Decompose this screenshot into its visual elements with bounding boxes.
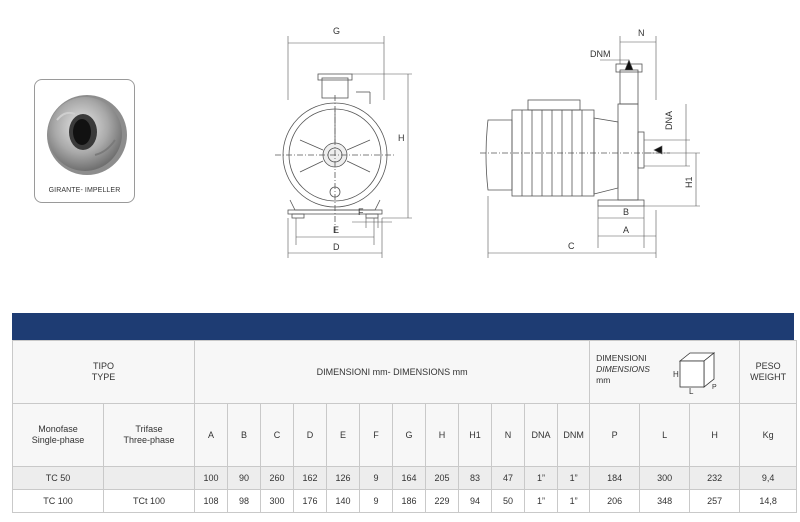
column-header: D: [293, 403, 328, 467]
table-row: TC 100 TCt 100 108 98 300 176 140 9 186 …: [12, 489, 798, 513]
pump-front-view: [275, 73, 395, 235]
dim-label-DNM: DNM: [590, 49, 611, 59]
side-dimension-lines: [487, 36, 700, 258]
column-header: F: [359, 403, 394, 467]
monofase-header: Monofase Single-phase: [12, 403, 104, 467]
dimensions-table: TIPO TYPE DIMENSIONI mm- DIMENSIONS mm D…: [11, 340, 798, 513]
model-mono: TC 50: [12, 466, 104, 490]
dim-label-C: C: [568, 241, 575, 251]
table-cell: 205: [425, 466, 460, 490]
column-header: A: [194, 403, 229, 467]
dim-label-B: B: [623, 207, 629, 217]
pump-side-view: [480, 63, 670, 207]
table-cell: 108: [194, 489, 229, 513]
table-cell: 164: [392, 466, 427, 490]
table-cell: 90: [227, 466, 262, 490]
impeller-caption: GIRANTE- IMPELLER: [48, 187, 121, 194]
table-cell: 9: [359, 466, 394, 490]
model-mono: TC 100: [12, 489, 104, 513]
column-header: L: [639, 403, 691, 467]
table-cell: 300: [260, 489, 295, 513]
dim-label-G: G: [333, 26, 340, 36]
column-header: H1: [458, 403, 493, 467]
column-header-row: Monofase Single-phase Trifase Three-phas…: [12, 403, 798, 467]
tipo-header: TIPO TYPE: [11, 340, 196, 404]
impeller-icon: [47, 95, 127, 175]
table-cell: 47: [491, 466, 526, 490]
table-cell: 126: [326, 466, 361, 490]
svg-text:P: P: [712, 384, 717, 391]
dim-label-H: H: [398, 133, 405, 143]
dim-label-N: N: [638, 28, 645, 38]
table-cell: 300: [639, 466, 691, 490]
dim-label-D: D: [333, 242, 340, 252]
table-cell: 257: [689, 489, 741, 513]
dimensions-header: DIMENSIONI mm- DIMENSIONS mm: [194, 340, 591, 404]
column-header: H: [425, 403, 460, 467]
column-header: DNA: [524, 403, 559, 467]
column-header: DNM: [557, 403, 591, 467]
table-cell: 9,4: [739, 466, 798, 490]
table-cell: 1”: [557, 466, 591, 490]
table-banner: [12, 313, 794, 340]
table-cell: 1”: [524, 489, 559, 513]
table-row: TC 50 100 90 260 162 126 9 164 205 83 47…: [12, 466, 798, 490]
dim-label-F: F: [358, 207, 364, 217]
column-header: G: [392, 403, 427, 467]
dim-label-A: A: [623, 225, 629, 235]
table-cell: 229: [425, 489, 460, 513]
column-header: C: [260, 403, 295, 467]
table-cell: 1”: [557, 489, 591, 513]
front-dimension-lines: [287, 36, 412, 258]
table-cell: 140: [326, 489, 361, 513]
impeller-image-box: GIRANTE- IMPELLER: [34, 79, 135, 203]
table-cell: 50: [491, 489, 526, 513]
table-cell: 100: [194, 466, 229, 490]
table-cell: 98: [227, 489, 262, 513]
svg-text:L: L: [689, 387, 694, 395]
column-header: E: [326, 403, 361, 467]
table-cell: 14,8: [739, 489, 798, 513]
weight-header: PESO WEIGHT: [739, 340, 798, 404]
column-header: P: [589, 403, 641, 467]
table-cell: 1”: [524, 466, 559, 490]
table-cell: 176: [293, 489, 328, 513]
model-tri: [102, 466, 196, 490]
dim-label-E: E: [333, 225, 339, 235]
table-cell: 184: [589, 466, 641, 490]
svg-text:H: H: [673, 370, 679, 379]
table-cell: 83: [458, 466, 493, 490]
packaging-header: DIMENSIONI DIMENSIONS mm H L P: [589, 340, 741, 404]
box-icon: H L P: [673, 352, 717, 395]
column-header: H: [689, 403, 741, 467]
dim-label-DNA: DNA: [664, 111, 674, 130]
column-header: N: [491, 403, 526, 467]
table-cell: 162: [293, 466, 328, 490]
column-header: Kg: [739, 403, 798, 467]
table-cell: 9: [359, 489, 394, 513]
dim-label-H1: H1: [684, 176, 694, 188]
table-cell: 232: [689, 466, 741, 490]
column-header: B: [227, 403, 262, 467]
dimension-drawing: G H F E D: [275, 26, 700, 258]
trifase-header: Trifase Three-phase: [102, 403, 196, 467]
table-cell: 348: [639, 489, 691, 513]
table-header-row: TIPO TYPE DIMENSIONI mm- DIMENSIONS mm D…: [11, 340, 798, 404]
table-cell: 94: [458, 489, 493, 513]
table-cell: 260: [260, 466, 295, 490]
table-cell: 186: [392, 489, 427, 513]
table-cell: 206: [589, 489, 641, 513]
model-tri: TCt 100: [102, 489, 196, 513]
